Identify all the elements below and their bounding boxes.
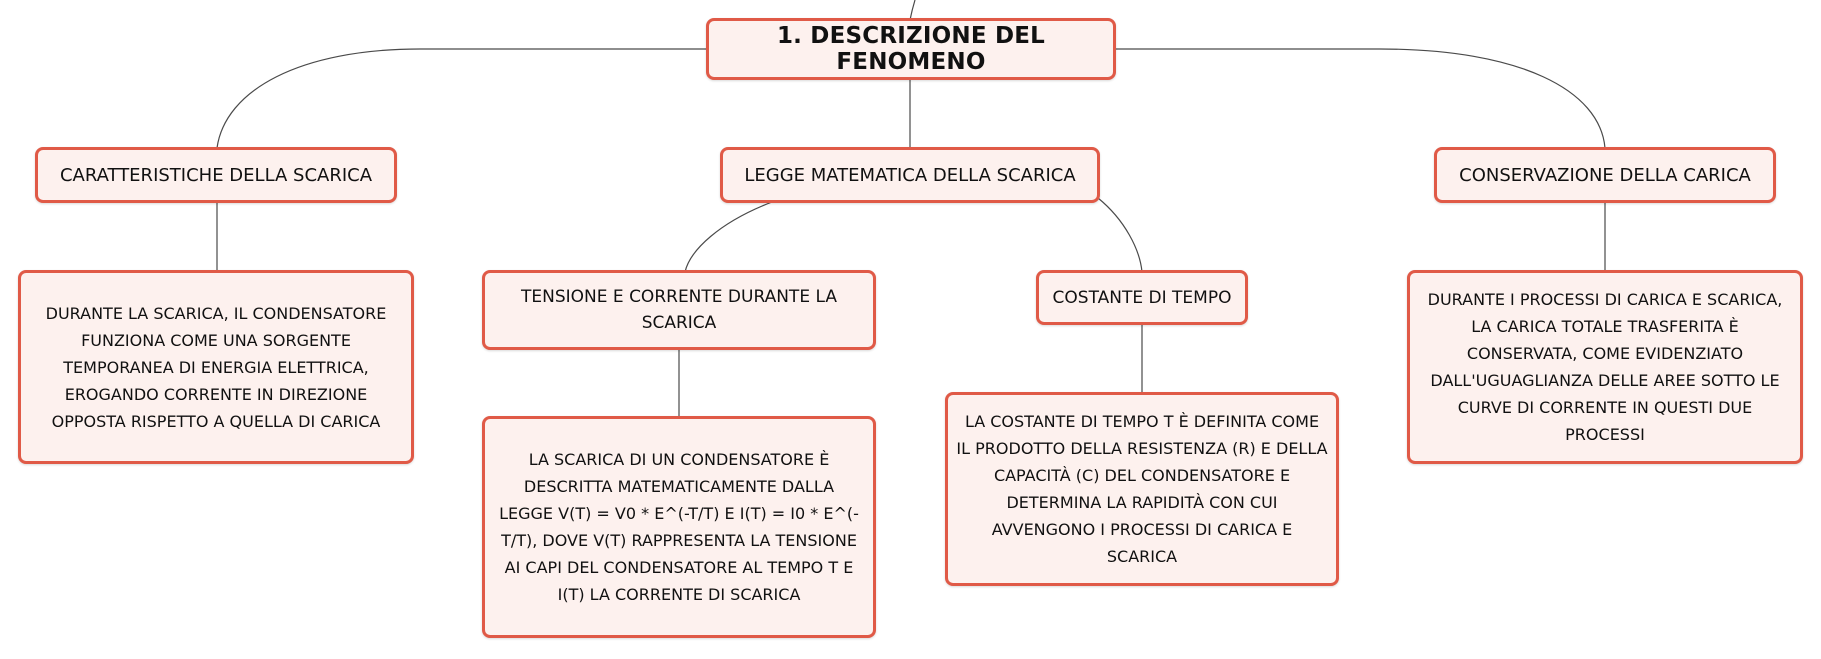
connector-root-to-caratteristiche: [216, 48, 708, 149]
node-text: LA SCARICA DI UN CONDENSATORE È DESCRITT…: [499, 450, 859, 604]
connector-legge-to-costante: [1097, 197, 1143, 273]
root-node[interactable]: 1. DESCRIZIONE DEL FENOMENO: [706, 18, 1116, 80]
node-label: CONSERVAZIONE DELLA CARICA: [1459, 164, 1751, 186]
root-label: 1. DESCRIZIONE DEL FENOMENO: [776, 23, 1046, 75]
node-legge-matematica-della-scarica[interactable]: LEGGE MATEMATICA DELLA SCARICA: [720, 147, 1100, 203]
node-costante-detail[interactable]: LA COSTANTE DI TEMPO T È DEFINITA COME I…: [945, 392, 1339, 586]
node-conservazione-della-carica[interactable]: CONSERVAZIONE DELLA CARICA: [1434, 147, 1776, 203]
node-caratteristiche-detail[interactable]: DURANTE LA SCARICA, IL CONDENSATORE FUNZ…: [18, 270, 414, 464]
connector-legge-to-tensione: [684, 201, 773, 273]
node-label: COSTANTE DI TEMPO: [1052, 287, 1232, 308]
node-label: LEGGE MATEMATICA DELLA SCARICA: [744, 164, 1076, 186]
node-conservazione-detail[interactable]: DURANTE I PROCESSI DI CARICA E SCARICA, …: [1407, 270, 1803, 464]
node-caratteristiche-della-scarica[interactable]: CARATTERISTICHE DELLA SCARICA: [35, 147, 397, 203]
connector-parent-to-root: [909, 0, 916, 21]
node-label: TENSIONE E CORRENTE DURANTE LA SCARICA: [521, 287, 837, 333]
node-text: DURANTE I PROCESSI DI CARICA E SCARICA, …: [1427, 290, 1783, 444]
node-costante-di-tempo[interactable]: COSTANTE DI TEMPO: [1036, 270, 1248, 325]
node-label: CARATTERISTICHE DELLA SCARICA: [59, 164, 373, 186]
connector-root-to-conservazione: [1114, 48, 1606, 149]
node-tensione-detail[interactable]: LA SCARICA DI UN CONDENSATORE È DESCRITT…: [482, 416, 876, 638]
node-text: DURANTE LA SCARICA, IL CONDENSATORE FUNZ…: [45, 303, 387, 431]
node-text: LA COSTANTE DI TEMPO T È DEFINITA COME I…: [956, 412, 1328, 566]
node-tensione-e-corrente[interactable]: TENSIONE E CORRENTE DURANTE LA SCARICA: [482, 270, 876, 350]
